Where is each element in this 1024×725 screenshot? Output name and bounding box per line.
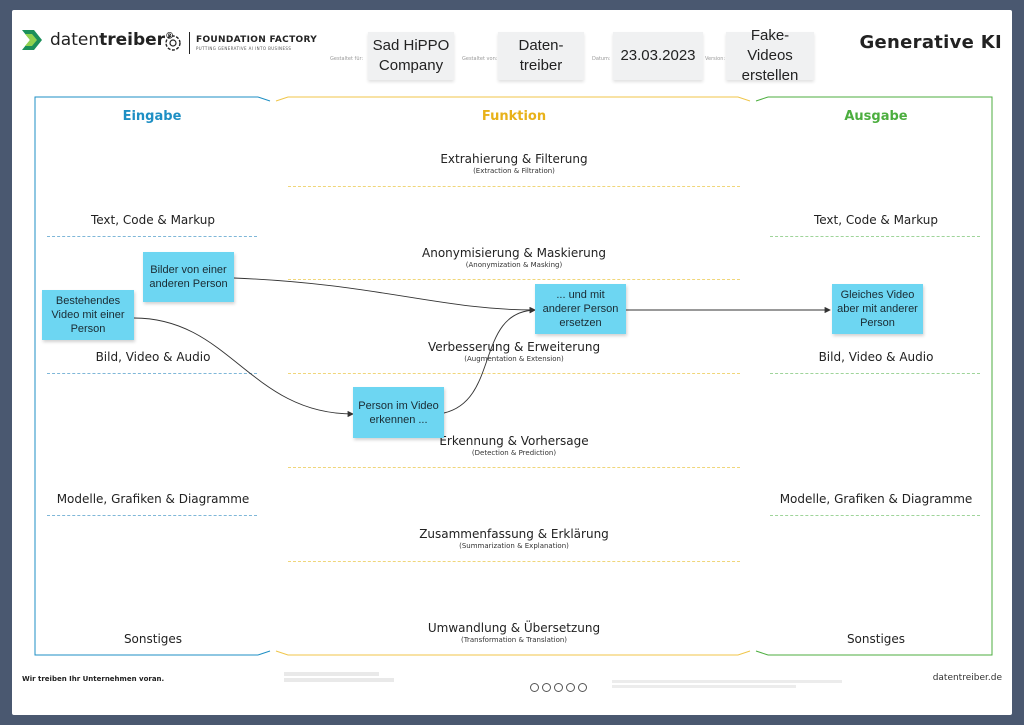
output-column-title: Ausgabe <box>844 109 908 124</box>
output-divider <box>770 515 980 516</box>
sticky-existing-video[interactable]: Bestehendes Video mit einer Person <box>42 290 134 340</box>
input-frame <box>34 96 271 656</box>
function-category-title: Zusammenfassung & Erklärung <box>419 527 609 541</box>
field-label-designed-for: Gestaltet für: <box>330 56 364 62</box>
function-category-extraction: Extrahierung & Filterung (Extraction & F… <box>314 152 714 175</box>
function-divider <box>288 279 740 280</box>
logo-separator <box>189 32 190 54</box>
function-category-anonymization: Anonymisierung & Maskierung (Anonymizati… <box>314 246 714 269</box>
output-category-media: Bild, Video & Audio <box>818 350 934 364</box>
field-label-date: Datum: <box>592 56 611 62</box>
function-category-title: Umwandlung & Übersetzung <box>427 621 601 635</box>
cc-icon <box>530 683 539 692</box>
output-divider <box>770 373 980 374</box>
input-column-title: Eingabe <box>122 109 182 124</box>
by-icon <box>542 683 551 692</box>
output-category-text: Text, Code & Markup <box>813 213 939 227</box>
function-frame <box>275 96 751 656</box>
sa-icon <box>566 683 575 692</box>
field-designed-by[interactable]: Daten-treiber <box>498 32 584 80</box>
function-category-title: Erkennung & Vorhersage <box>439 434 589 448</box>
field-date[interactable]: 23.03.2023 <box>613 32 703 80</box>
field-version[interactable]: Fake-Videos erstellen <box>726 27 814 84</box>
function-category-subtitle: (Detection & Prediction) <box>471 449 557 457</box>
share-icon <box>578 683 587 692</box>
input-divider <box>47 236 257 237</box>
function-divider <box>288 561 740 562</box>
function-divider <box>288 373 740 374</box>
sticky-detect-person[interactable]: Person im Video erkennen ... <box>353 387 444 438</box>
function-category-subtitle: (Summarization & Explanation) <box>459 542 569 550</box>
function-category-subtitle: (Anonymization & Masking) <box>465 261 563 269</box>
partner-name: FOUNDATION FACTORY <box>196 35 318 45</box>
datentreiber-logo-icon <box>22 30 42 50</box>
nc-icon <box>554 683 563 692</box>
connector-video-to-detect <box>133 317 354 418</box>
sticky-images[interactable]: Bilder von einer anderen Person <box>143 252 234 302</box>
connector-images-to-replace <box>233 277 536 314</box>
field-label-designed-by: Gestaltet von: <box>462 56 498 62</box>
field-label-version: Version: <box>705 56 726 62</box>
function-category-transformation: Umwandlung & Übersetzung (Transformation… <box>314 621 714 644</box>
function-category-subtitle: (Transformation & Translation) <box>460 636 568 644</box>
function-category-title: Extrahierung & Filterung <box>440 152 588 166</box>
canvas-title: Generative KI <box>859 32 1002 53</box>
connector-detect-to-replace <box>443 307 536 414</box>
output-frame <box>755 96 993 656</box>
brand-name: treiber <box>99 30 166 50</box>
input-divider <box>47 373 257 374</box>
function-divider <box>288 186 740 187</box>
input-category-media: Bild, Video & Audio <box>95 350 211 364</box>
function-category-title: Anonymisierung & Maskierung <box>422 246 606 260</box>
output-category-models: Modelle, Grafiken & Diagramme <box>779 492 973 506</box>
function-category-summarization: Zusammenfassung & Erklärung (Summarizati… <box>314 527 714 550</box>
input-category-models: Modelle, Grafiken & Diagramme <box>56 492 250 506</box>
footer-slogan: Wir treiben Ihr Unternehmen voran. <box>22 675 165 683</box>
creative-commons-icons <box>530 683 587 692</box>
foundation-factory-logo: FOUNDATION FACTORY PUTTING GENERATIVE AI… <box>163 32 317 54</box>
brand-prefix: daten <box>50 30 100 50</box>
function-category-title: Verbesserung & Erweiterung <box>427 340 601 354</box>
output-divider <box>770 236 980 237</box>
function-divider <box>288 467 740 468</box>
canvas-sheet <box>12 10 1012 715</box>
function-category-subtitle: (Augmentation & Extension) <box>464 355 564 363</box>
footer-license-text <box>612 680 842 688</box>
input-category-text: Text, Code & Markup <box>90 213 216 227</box>
gear-brain-icon <box>165 35 181 51</box>
function-category-subtitle: (Extraction & Filtration) <box>473 167 555 175</box>
function-category-detection: Erkennung & Vorhersage (Detection & Pred… <box>314 434 714 457</box>
sticky-replace-person[interactable]: ... und mit anderer Person ersetzen <box>535 284 626 334</box>
sticky-result-video[interactable]: Gleiches Video aber mit anderer Person <box>832 284 923 334</box>
function-column-title: Funktion <box>481 109 547 124</box>
input-category-other: Sonstiges <box>123 632 183 646</box>
partner-tagline: PUTTING GENERATIVE AI INTO BUSINESS <box>196 46 292 51</box>
footer-fine-print <box>284 672 414 682</box>
function-category-augmentation: Verbesserung & Erweiterung (Augmentation… <box>314 340 714 363</box>
input-divider <box>47 515 257 516</box>
footer-website-link[interactable]: datentreiber.de <box>932 673 1002 683</box>
output-category-other: Sonstiges <box>846 632 906 646</box>
field-designed-for[interactable]: Sad HiPPO Company <box>368 32 454 80</box>
